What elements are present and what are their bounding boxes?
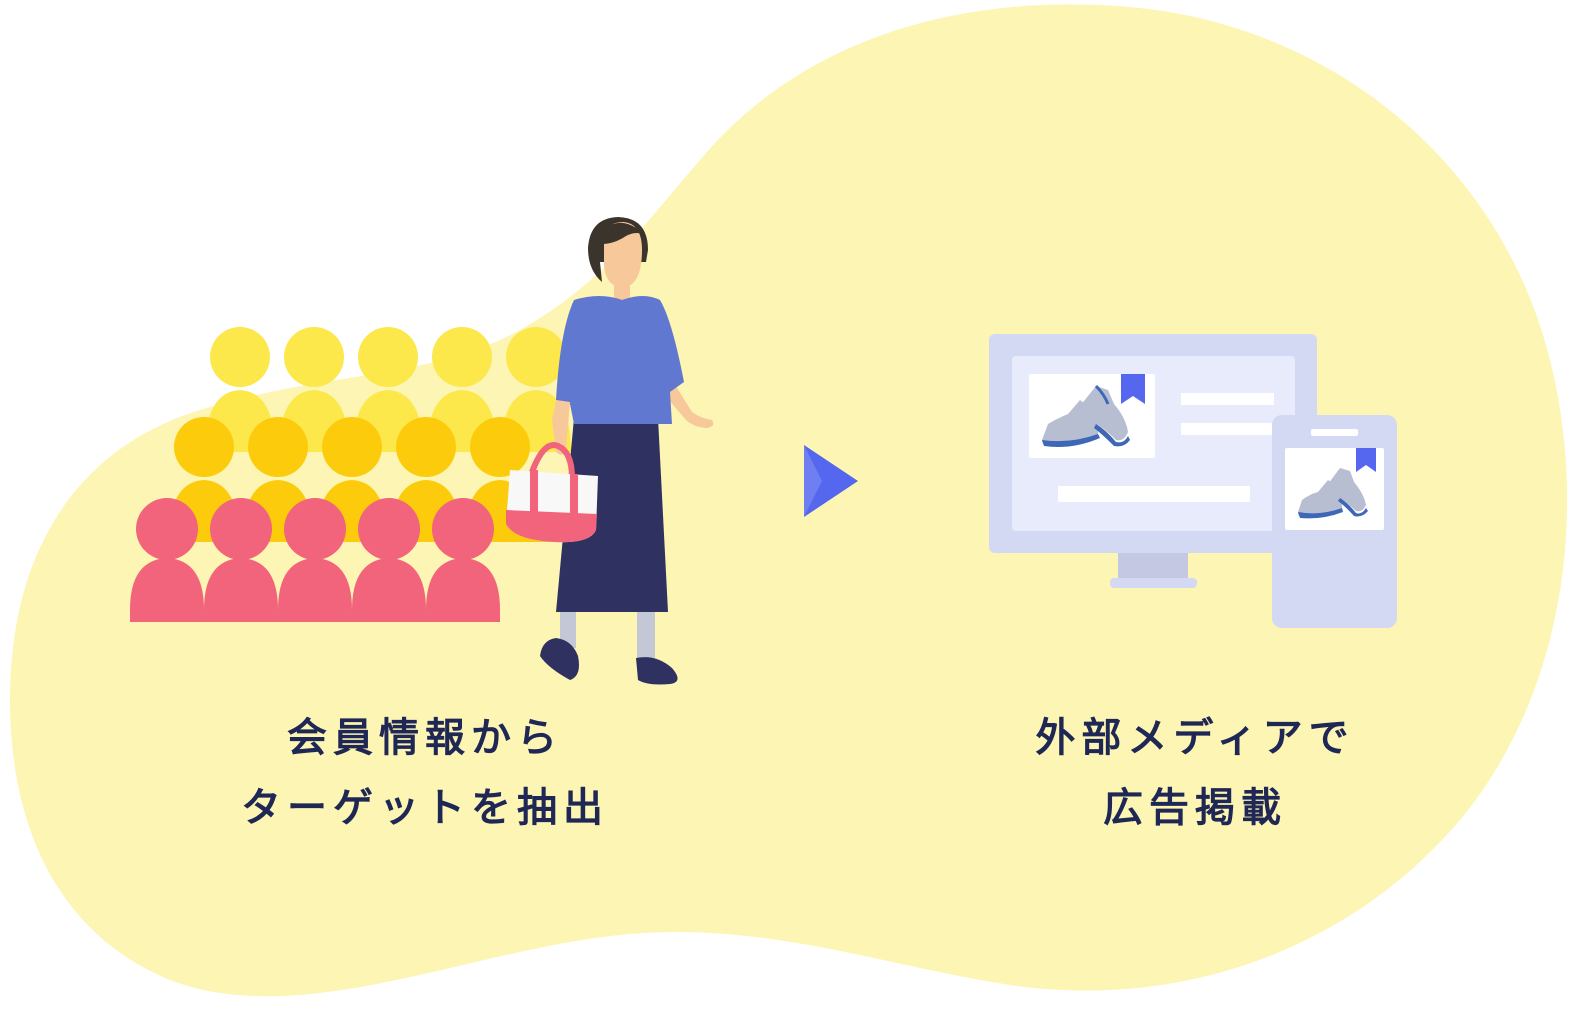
step-1-caption-line: 会員情報から xyxy=(180,703,670,773)
smartphone xyxy=(1272,415,1397,628)
step-1-caption-line: ターゲットを抽出 xyxy=(180,773,670,843)
woman-shirt xyxy=(556,296,684,424)
text-line-placeholder xyxy=(1181,423,1274,435)
step-2-caption-line: 広告掲載 xyxy=(950,773,1440,843)
text-line-placeholder xyxy=(1058,486,1250,502)
step-2-caption-line: 外部メディアで xyxy=(950,703,1440,773)
step-1-caption: 会員情報から ターゲットを抽出 xyxy=(180,703,670,843)
desktop-monitor xyxy=(989,334,1317,588)
step-2-caption: 外部メディアで 広告掲載 xyxy=(950,703,1440,843)
text-line-placeholder xyxy=(1181,393,1274,405)
